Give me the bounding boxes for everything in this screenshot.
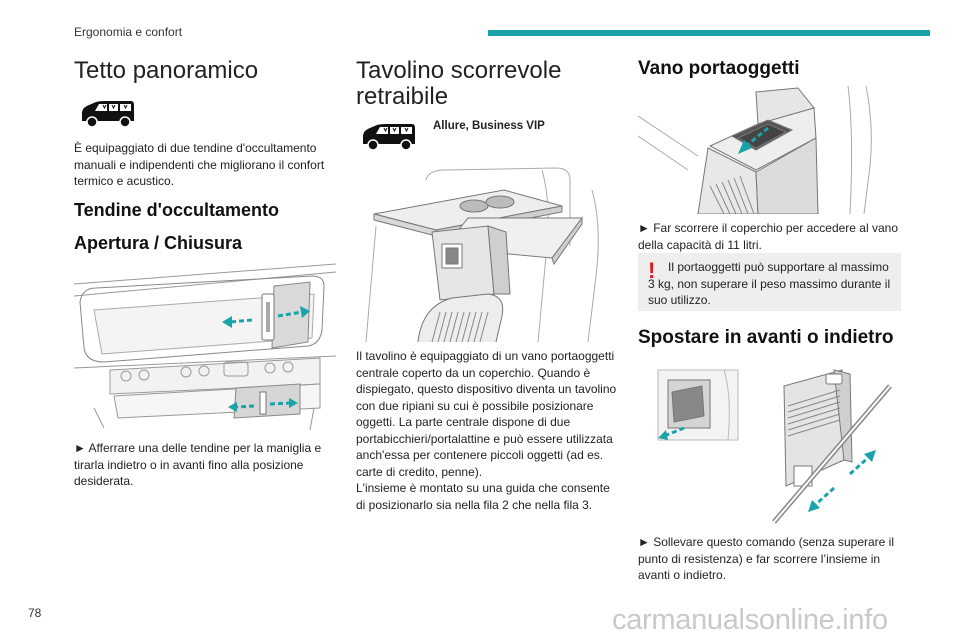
title-vano-portaoggetti: Vano portaoggetti [638, 58, 800, 79]
title-spostare: Spostare in avanti o indietro [638, 327, 894, 348]
body-line: anch'essa per contenere piccoli oggetti … [356, 448, 604, 462]
instruction-spostare: ► Sollevare questo comando (senza supera… [638, 535, 895, 582]
body-line: di posizionarlo sia nella fila 2 che nel… [356, 497, 593, 512]
warning-text: Il portaoggetti può supportare al massim… [648, 260, 891, 307]
sunshade-illustration [74, 258, 336, 430]
body-line: L'insieme è montato su una guida che con… [356, 481, 610, 495]
body-line: oggetti. La parte centrale dispone di du… [356, 415, 571, 429]
slide-illustration [654, 366, 894, 526]
table-illustration [356, 166, 620, 342]
page-number: 78 [28, 606, 42, 620]
van-icon [360, 122, 418, 152]
header-accent-bar [488, 30, 930, 36]
title-tavolino: Tavolino scorrevole retraibile [356, 57, 562, 110]
exclamation-icon: ! [648, 258, 656, 283]
body-line: dispiegato, questo dispositivo diventa u… [356, 382, 617, 396]
running-header-section: Ergonomia e confort [74, 25, 183, 39]
versions-label: Allure, Business VIP [433, 120, 545, 132]
warning-box [638, 253, 901, 311]
instruction-tendine: ► Afferrare una delle tendine per la man… [74, 441, 322, 488]
subsection-title-apertura: Apertura / Chiusura [74, 233, 243, 253]
section-title-tendine: Tendine d'occultamento [74, 200, 279, 220]
tavolino-description: Il tavolino è equipaggiato di un vano po… [356, 348, 626, 513]
body-line: con due ripiani su cui è possibile posiz… [356, 398, 594, 413]
title-tetto-panoramico: Tetto panoramico [74, 57, 259, 84]
body-line: carte di credito, penne). [356, 464, 483, 479]
van-icon [79, 99, 137, 129]
intro-text: È equipaggiato di due tendine d'occultam… [74, 141, 325, 188]
instruction-vano: ► Far scorrere il coperchio per accedere… [638, 221, 898, 252]
body-line: portabicchieri/portalattine e può essere… [356, 431, 613, 446]
body-line: centrale coperto da un coperchio. Quando… [356, 365, 591, 380]
watermark: carmanualsonline.info [612, 604, 888, 636]
body-line: Il tavolino è equipaggiato di un vano po… [356, 349, 615, 363]
storage-illustration [638, 86, 878, 214]
